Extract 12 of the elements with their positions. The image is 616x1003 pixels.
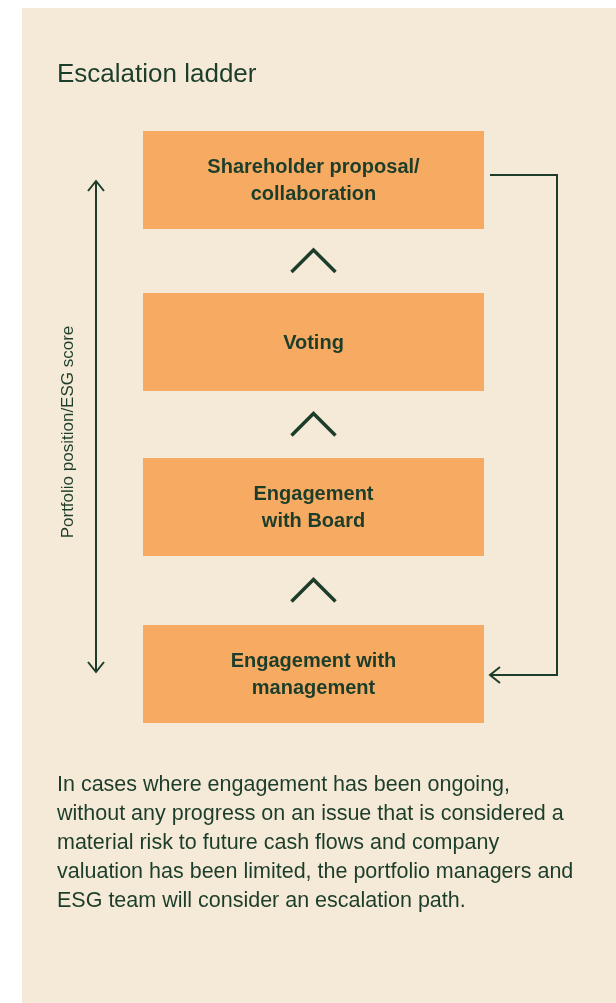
axis-label: Portfolio position/ESG score: [58, 325, 78, 539]
step-label: Shareholder proposal/ collaboration: [206, 154, 421, 206]
step-label: Engagement with Board: [252, 481, 375, 533]
step-box: [143, 625, 484, 723]
step-box: [143, 458, 484, 556]
step-label: Voting: [283, 329, 344, 355]
step-label: Engagement with management: [229, 648, 398, 700]
title: Escalation ladder: [57, 58, 257, 89]
step-box: [143, 293, 484, 391]
step-box: [143, 131, 484, 229]
escalation-arrow: [489, 174, 558, 684]
caption: In cases where engagement has been ongoing, without any progress on an issue that is considered a material risk to future cash flows and company valuation has been limited, the portfolio managers and ESG team will consider an escalation path.: [57, 771, 575, 914]
